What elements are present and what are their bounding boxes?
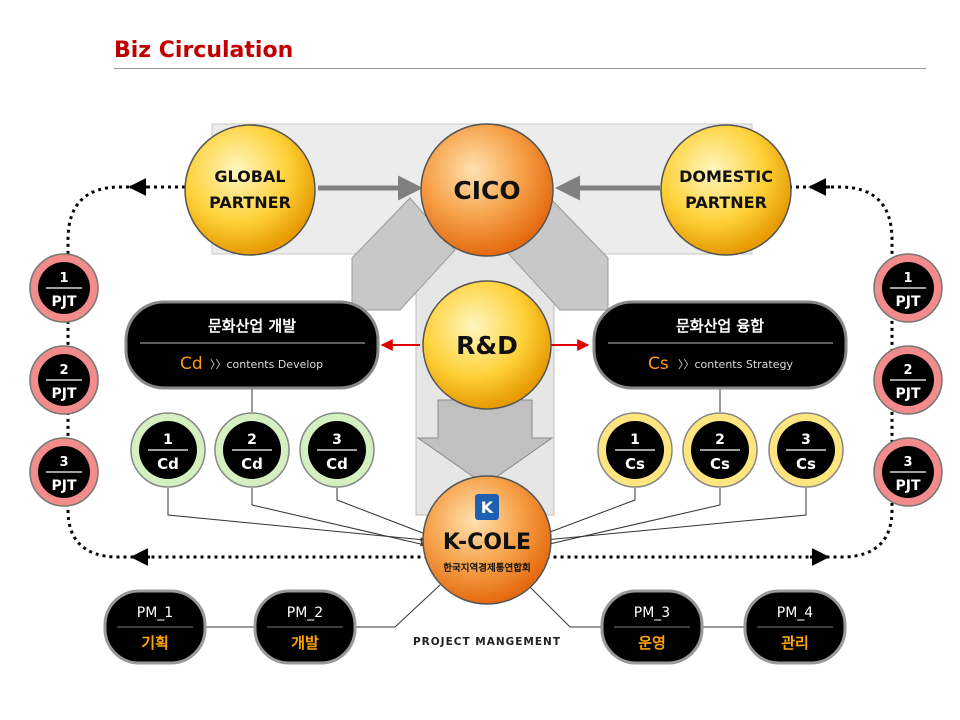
rnd-node: R&D (422, 280, 552, 410)
kcole-node: K K-COLE 한국지역경제통연합회 (422, 475, 552, 605)
pjt-left-num: 3 (59, 455, 68, 470)
pm-label: 개발 (291, 634, 319, 652)
cs-num: 3 (801, 432, 811, 448)
global-partner-node: GLOBAL PARTNER (184, 124, 316, 256)
cs-label: Cs (625, 455, 645, 473)
pjt-right-label: PJT (895, 478, 920, 494)
arrow-rnd-to-kcole (416, 399, 554, 486)
pm-label: 관리 (781, 634, 809, 652)
global-partner-line2: PARTNER (209, 193, 291, 212)
pm-item-4: PM_4 관리 (743, 589, 847, 665)
pjt-left-label: PJT (51, 478, 76, 494)
kcole-sub: 한국지역경제통연합회 (443, 562, 530, 574)
strategy-title: 문화산업 융합 (676, 317, 764, 335)
pjt-right-num: 3 (903, 455, 912, 470)
develop-pill: 문화산업 개발 Cd 〉〉contents Develop (124, 300, 380, 390)
cs-label: Cs (796, 455, 816, 473)
develop-code: Cd (180, 354, 203, 374)
domestic-partner-line1: DOMESTIC (679, 167, 773, 186)
cs-num: 1 (630, 432, 640, 448)
cs-item-3: 3Cs (768, 412, 844, 488)
cd-item-2: 2Cd (214, 412, 290, 488)
pjt-left-label: PJT (51, 386, 76, 402)
pm-item-2: PM_2 개발 (253, 589, 357, 665)
item-connectors (167, 383, 807, 547)
cs-item-2: 2Cs (682, 412, 758, 488)
global-partner-line1: GLOBAL (214, 167, 285, 186)
pjt-left-num: 2 (59, 363, 68, 378)
cd-num: 3 (332, 432, 342, 448)
cd-item-3: 3Cd (299, 412, 375, 488)
pjt-right-num: 2 (903, 363, 912, 378)
rnd-label: R&D (456, 331, 518, 360)
pm-caption: PROJECT MANGEMENT (413, 636, 561, 648)
domestic-partner-line2: PARTNER (685, 193, 767, 212)
domestic-partner-node: DOMESTIC PARTNER (660, 124, 792, 256)
pm-code: PM_4 (777, 605, 814, 621)
cd-item-1: 1Cd (130, 412, 206, 488)
pm-code: PM_1 (137, 605, 173, 621)
cd-num: 2 (247, 432, 257, 448)
cs-num: 2 (715, 432, 725, 448)
cd-label: Cd (241, 455, 263, 473)
kcole-logo-icon (475, 494, 499, 520)
pjt-left-label: PJT (51, 294, 76, 310)
cd-label: Cd (157, 455, 179, 473)
pjt-right-label: PJT (895, 294, 920, 310)
pm-label: 기획 (141, 634, 169, 652)
pm-label: 운영 (638, 634, 666, 652)
pjt-left-num: 1 (59, 271, 68, 286)
title-divider (114, 68, 926, 69)
kcole-logo-letter: K (481, 498, 494, 517)
pm-code: PM_3 (634, 605, 670, 621)
cico-node: CICO (420, 123, 554, 257)
page-title: Biz Circulation (114, 38, 294, 63)
cs-label: Cs (710, 455, 730, 473)
cd-num: 1 (163, 432, 173, 448)
strategy-pill: 문화산업 융합 Cs 〉〉contents Strategy (592, 300, 848, 390)
pm-item-1: PM_1 기획 (103, 589, 207, 665)
develop-desc: 〉〉contents Develop (210, 358, 323, 371)
cd-label: Cd (326, 455, 348, 473)
pjt-right-label: PJT (895, 386, 920, 402)
strategy-code: Cs (648, 354, 669, 374)
kcole-label: K-COLE (443, 530, 531, 555)
cs-item-1: 1Cs (597, 412, 673, 488)
develop-title: 문화산업 개발 (208, 317, 296, 335)
strategy-desc: 〉〉contents Strategy (678, 358, 793, 371)
cico-label: CICO (453, 176, 520, 205)
pm-code: PM_2 (287, 605, 323, 621)
pm-item-3: PM_3 운영 (600, 589, 704, 665)
pjt-right-num: 1 (903, 271, 912, 286)
